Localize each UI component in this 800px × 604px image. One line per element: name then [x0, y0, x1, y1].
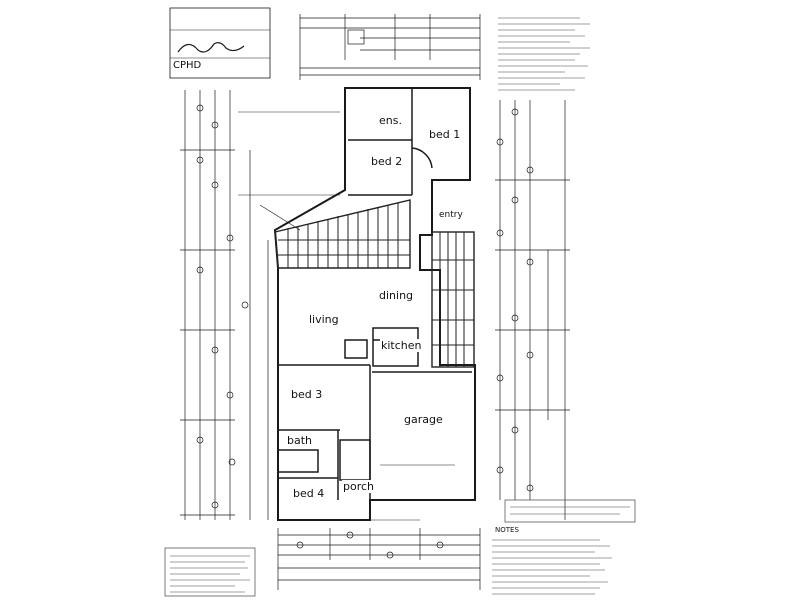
notes-bottom-left [164, 547, 256, 597]
room-label-bath: bath [286, 434, 314, 447]
room-label-bed4: bed 4 [292, 487, 326, 500]
room-label-kitchen: kitchen [380, 339, 423, 352]
room-label-entry: entry [438, 210, 464, 220]
deck-hatching [274, 199, 475, 368]
leader-lines [238, 111, 455, 521]
room-label-bed2: bed 2 [370, 155, 404, 168]
room-label-living: living [308, 313, 340, 326]
room-label-porch: porch [342, 480, 376, 493]
room-label-dining: dining [378, 289, 415, 302]
room-label-garage: garage [403, 413, 444, 426]
building-walls [273, 87, 476, 521]
notes-heading: NOTES [494, 526, 520, 534]
room-label-bed1: bed 1 [428, 128, 462, 141]
firm-mark: CPHD [172, 60, 203, 71]
bottom-dimensions [277, 528, 481, 590]
title-block [169, 7, 271, 79]
spec-notes-top-right [498, 17, 590, 91]
left-dimensions [180, 90, 269, 520]
room-label-ens: ens. [378, 114, 403, 127]
notes-bottom-right [492, 499, 636, 595]
right-dimensions [495, 100, 570, 520]
top-dimensions [299, 14, 481, 80]
room-label-bed3: bed 3 [290, 388, 324, 401]
interior-walls [277, 88, 472, 500]
